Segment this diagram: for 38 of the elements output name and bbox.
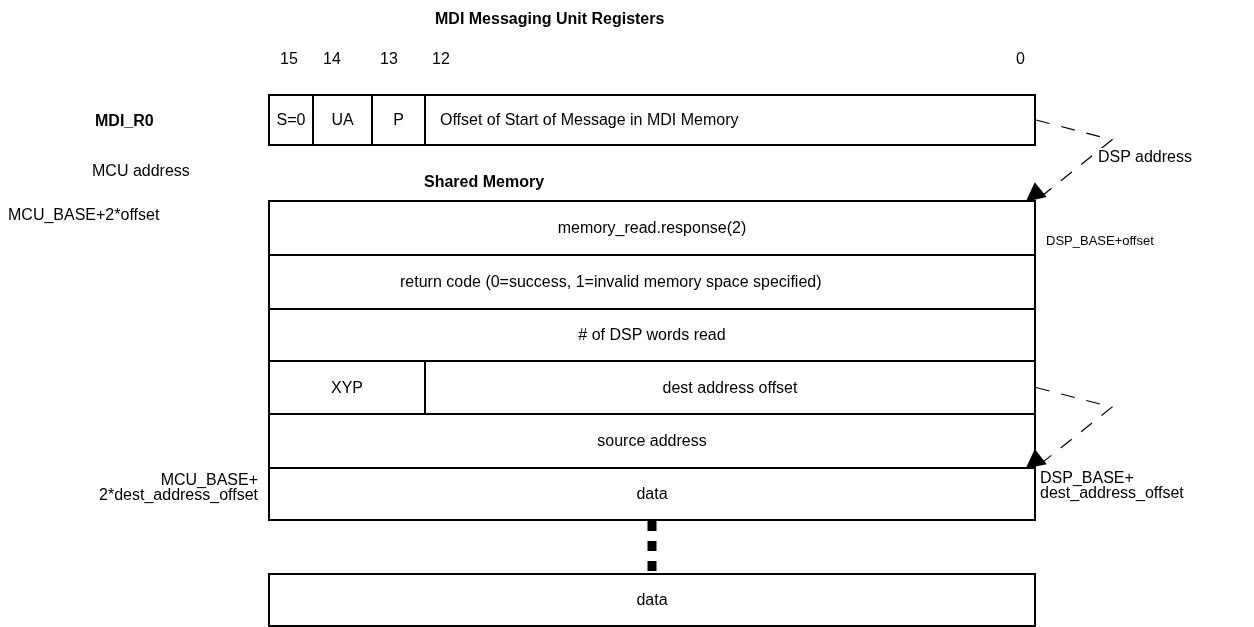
heading: Shared Memory bbox=[424, 173, 545, 191]
field-text: UA bbox=[331, 111, 354, 129]
bit-number: 12 bbox=[432, 50, 450, 68]
register-field bbox=[424, 94, 1036, 146]
address-label: MCU_BASE+ 2*dest_address_offset bbox=[98, 472, 258, 502]
memory-row bbox=[268, 254, 1036, 310]
field-text: memory_read.response(2) bbox=[557, 219, 747, 237]
register-field bbox=[371, 94, 426, 146]
label: MCU_BASE+2*offset bbox=[8, 206, 160, 224]
memory-row bbox=[268, 308, 1036, 362]
address-label: DSP_BASE+offset bbox=[1046, 233, 1155, 248]
heading: MDI Messaging Unit Registers bbox=[435, 10, 665, 28]
field-text: dest address offset bbox=[662, 378, 798, 397]
continuation-line bbox=[647, 521, 657, 573]
register-field bbox=[312, 94, 373, 146]
field-text: Offset of Start of Message in MDI Memory bbox=[440, 111, 739, 129]
field-text: # of DSP words read bbox=[578, 326, 726, 344]
field-text: return code (0=success, 1=invalid memory space specified) bbox=[400, 273, 822, 291]
field-text: source address bbox=[597, 432, 707, 450]
heading: MDI_R0 bbox=[95, 112, 154, 130]
memory-row bbox=[268, 467, 1036, 521]
field-text: XYP bbox=[331, 378, 363, 397]
bit-number: 14 bbox=[323, 50, 341, 68]
register-field bbox=[268, 94, 314, 146]
memory-row bbox=[268, 573, 1036, 627]
field-text: data bbox=[636, 485, 668, 503]
field-text: S=0 bbox=[276, 111, 306, 129]
field-text: P bbox=[393, 111, 404, 129]
field-text: data bbox=[636, 591, 668, 609]
arrow bbox=[1025, 119, 1114, 202]
address-label: DSP_BASE+ dest_address_offset bbox=[1040, 470, 1185, 500]
memory-row bbox=[268, 200, 1036, 256]
bit-number: 0 bbox=[1016, 50, 1025, 68]
label: MCU address bbox=[92, 162, 190, 180]
bit-number: 15 bbox=[280, 50, 298, 68]
bit-number: 13 bbox=[380, 50, 398, 68]
arrow bbox=[1025, 386, 1114, 469]
memory-row bbox=[268, 413, 1036, 469]
